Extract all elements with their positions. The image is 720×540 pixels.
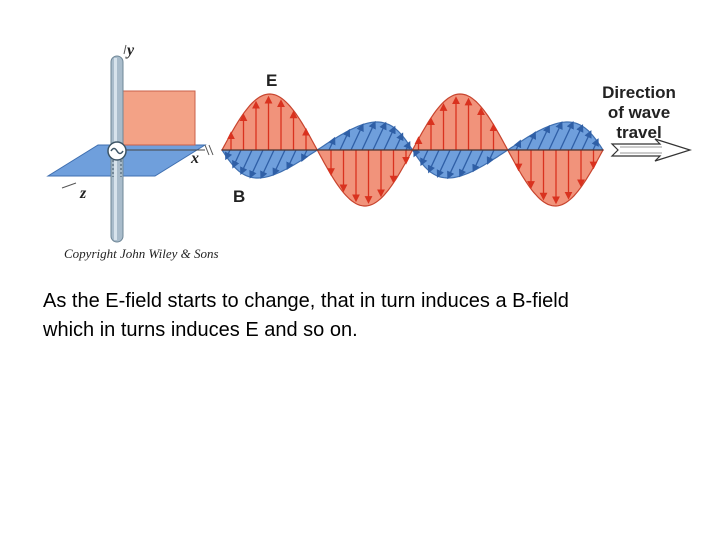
b-field-vector — [383, 125, 396, 151]
b-field-vector — [447, 149, 462, 180]
b-field-vector — [372, 121, 387, 151]
e-field-label: E — [266, 71, 277, 90]
b-field-vector — [224, 149, 233, 161]
b-field-vector — [581, 130, 592, 151]
direction-label-line3: travel — [616, 123, 661, 142]
e-field-wave — [220, 93, 605, 207]
b-field-vector — [249, 149, 264, 179]
y-axis-break-icon — [123, 44, 127, 55]
z-axis-label: z — [79, 185, 87, 202]
b-field-vector — [514, 139, 522, 151]
b-field-vector — [403, 140, 411, 151]
b-field-vector — [472, 149, 484, 173]
e-field-plane — [120, 90, 196, 146]
b-field-vector — [591, 138, 599, 151]
b-field-vector — [559, 120, 574, 151]
b-field-vector — [339, 128, 351, 151]
b-field-vector — [350, 123, 364, 151]
direction-label-line2: of wave — [608, 103, 670, 122]
b-field-vector — [394, 132, 404, 151]
caption-line-1: As the E-field starts to change, that in… — [43, 290, 569, 312]
caption: As the E-field starts to change, that in… — [43, 287, 693, 345]
z-axis-tick — [61, 182, 77, 189]
b-field-vector — [548, 121, 563, 151]
direction-label-line1: Direction — [602, 83, 676, 102]
b-field-vector — [570, 124, 584, 151]
b-field-vector — [328, 136, 336, 151]
axis-break-icon — [204, 144, 214, 156]
b-field-vector — [286, 149, 297, 171]
b-field-vector — [436, 149, 451, 178]
b-field-vector — [537, 124, 550, 151]
ac-source-icon — [107, 141, 127, 161]
b-field-vector — [459, 149, 473, 178]
x-axis-label: x — [190, 150, 199, 167]
y-axis-label: y — [125, 42, 135, 59]
direction-arrow-icon — [610, 138, 693, 162]
b-field-vector — [260, 149, 275, 180]
b-field-vector — [486, 149, 495, 165]
b-field-vector — [361, 120, 376, 151]
b-field-vector — [240, 149, 253, 176]
b-field-vector — [420, 149, 429, 167]
em-wave-diagram: y x z E B Direction of wave travel Copyr… — [46, 42, 693, 261]
b-field-vector — [301, 149, 309, 163]
b-field-vector — [232, 149, 242, 169]
copyright-text: Copyright John Wiley & Sons — [64, 246, 219, 261]
b-field-vector — [427, 149, 440, 174]
b-field-label: B — [233, 187, 245, 206]
b-field-vector — [272, 149, 286, 177]
caption-line-2: which in turns induces E and so on. — [43, 319, 358, 341]
b-field-vector — [413, 148, 421, 158]
b-field-vector — [526, 131, 536, 151]
